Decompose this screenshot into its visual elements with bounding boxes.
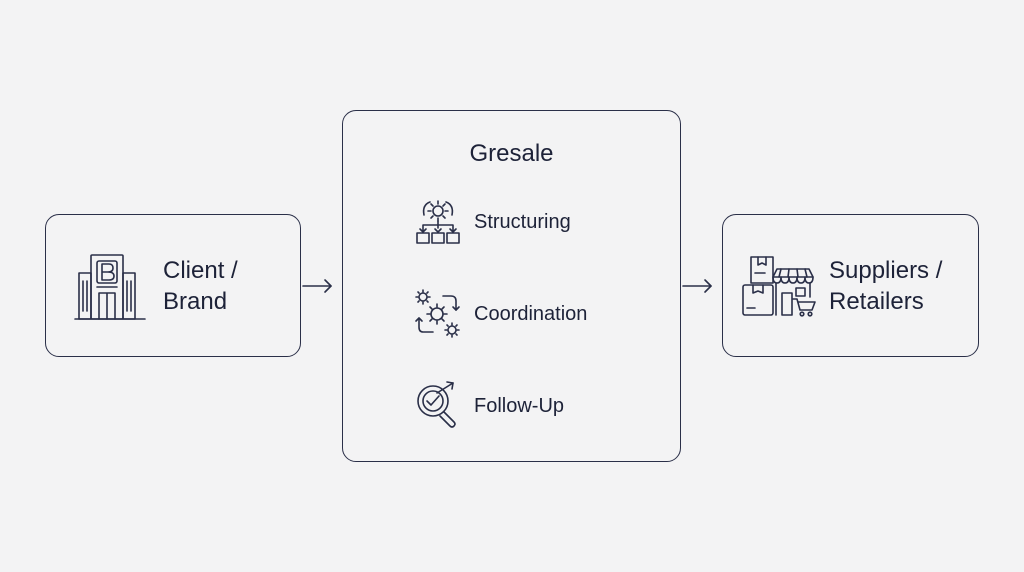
suppliers-retailers-label: Suppliers / Retailers xyxy=(829,255,942,317)
gresale-title: Gresale xyxy=(469,140,554,167)
client-label-line-2: Brand xyxy=(163,288,228,315)
client-brand-node: Client / Brand xyxy=(45,214,301,357)
client-label-line-1: Client / xyxy=(163,257,238,284)
step-follow-up-label: Follow-Up xyxy=(474,395,565,417)
suppliers-retailers-node: Suppliers / Retailers xyxy=(722,214,979,357)
step-coordination-label: Coordination xyxy=(474,303,588,325)
building-icon xyxy=(74,254,146,320)
gresale-node: Gresale Structuring Coordinati xyxy=(342,110,681,462)
arrow-gresale-to-suppliers xyxy=(682,279,712,293)
suppliers-label-line-2: Retailers xyxy=(829,288,924,315)
storefront-icon xyxy=(742,256,816,317)
client-brand-label: Client / Brand xyxy=(163,255,238,317)
coordination-gears-icon xyxy=(415,289,460,338)
arrow-client-to-gresale xyxy=(302,279,332,293)
structuring-gear-icon xyxy=(416,200,460,244)
follow-up-magnifier-icon xyxy=(417,381,456,428)
step-structuring-label: Structuring xyxy=(474,211,571,233)
suppliers-label-line-1: Suppliers / xyxy=(829,257,943,284)
